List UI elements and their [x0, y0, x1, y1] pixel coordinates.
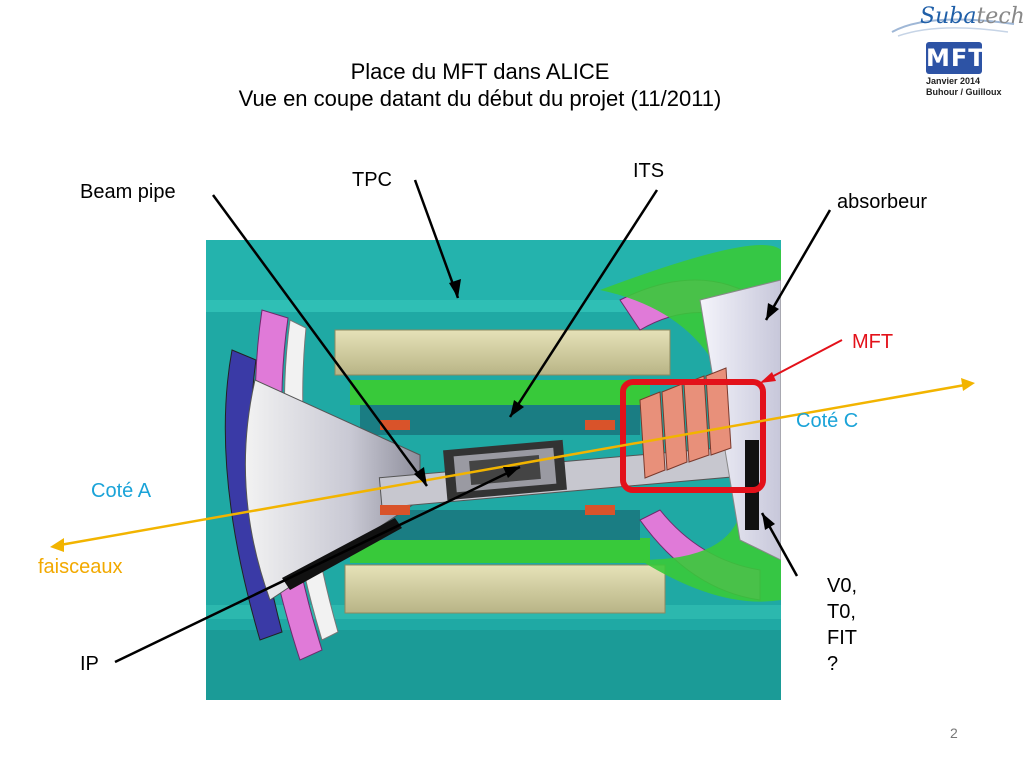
logo-date: Janvier 2014 [926, 76, 981, 86]
subatech-logo-main: Suba [920, 4, 977, 29]
slide-title: Place du MFT dans ALICE Vue en coupe dat… [140, 58, 820, 112]
mft-highlight-box [620, 379, 766, 493]
label-detectors-line-3: FIT [827, 627, 857, 649]
label-its: ITS [633, 160, 665, 182]
label-detectors: V0, T0, FIT ? [827, 573, 867, 677]
label-detectors-line-1: V0, [827, 575, 858, 597]
label-beam-pipe: Beam pipe [80, 181, 176, 203]
its-arrow [508, 189, 659, 418]
logo-note: Janvier 2014 Buhour / Guilloux [926, 76, 1002, 98]
tpc-detector [334, 329, 671, 614]
beam-pipe-arrow [211, 194, 429, 487]
slide-number: 2 [950, 725, 958, 741]
label-faisceaux: faisceaux [38, 556, 123, 578]
absorbeur-arrow [764, 209, 832, 321]
label-cote-c: Coté C [796, 410, 859, 432]
title-line-2: Vue en coupe datant du début du projet (… [238, 86, 722, 111]
label-tpc: TPC [352, 169, 392, 191]
subatech-logo: Subatech [920, 4, 1024, 29]
ip-arrow [114, 465, 521, 664]
logo-area: Subatech MFT Janvier 2014 Buhour / Guill… [864, 0, 1024, 115]
label-absorbeur: absorbeur [837, 191, 928, 213]
label-cote-a: Coté A [91, 480, 152, 502]
v0-t0-block [745, 440, 759, 530]
subatech-swoosh-icon [891, 18, 1015, 37]
label-ip: IP [80, 653, 99, 675]
title-line-1: Place du MFT dans ALICE [350, 59, 610, 84]
mft-logo: MFT [926, 42, 986, 74]
subatech-logo-tail: tech [976, 4, 1024, 29]
mft-arrow [760, 339, 843, 383]
label-detectors-line-2: T0, [827, 601, 856, 623]
mft-discs [639, 367, 732, 479]
beam-line [50, 378, 975, 552]
label-mft: MFT [852, 331, 894, 353]
tpc-arrow [413, 179, 460, 299]
pointer-arrows [114, 179, 832, 664]
logo-authors: Buhour / Guilloux [926, 87, 1002, 97]
label-detectors-line-4: ? [827, 653, 839, 675]
